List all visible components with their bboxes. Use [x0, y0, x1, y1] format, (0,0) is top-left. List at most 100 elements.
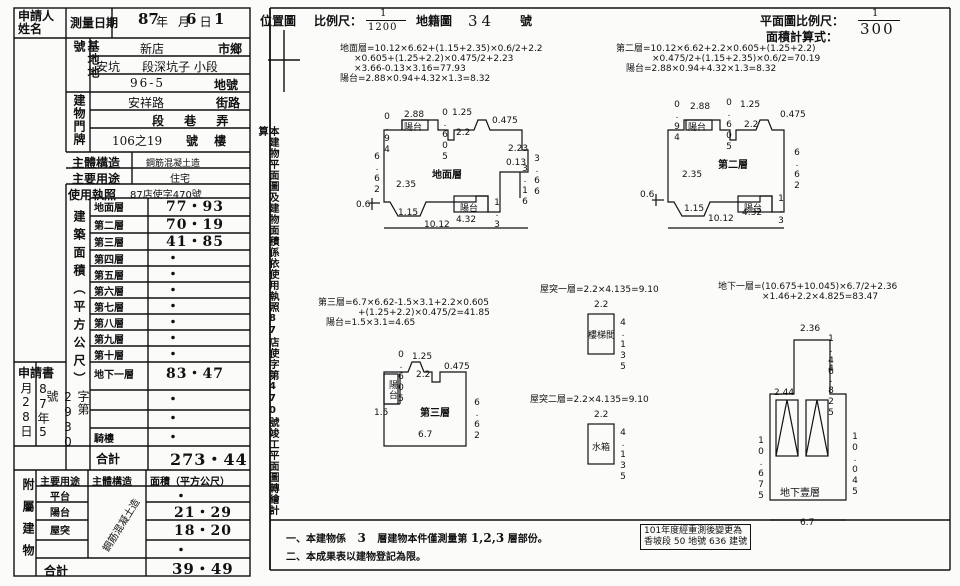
- reassessment-stamp: 101年度經重測後變更為 香坡段 50 地號 636 建號: [640, 524, 752, 550]
- lot-suffix: 地號: [214, 78, 239, 92]
- road-suffix: 街路: [216, 96, 241, 110]
- second-balcony-label: 陽台: [688, 123, 707, 133]
- dim-ground-22: 2.2: [456, 128, 471, 138]
- floor-name: 騎樓: [94, 434, 114, 445]
- dim-ground-094: 0.94: [382, 112, 392, 156]
- floor-area: ・: [166, 392, 181, 408]
- structure-label: 主體構造: [72, 156, 121, 170]
- dim-ground-13: 1.3: [492, 198, 502, 231]
- dim-second-432: 4.32: [742, 208, 763, 218]
- ground-formula: 地面層=10.12×6.62+(1.15+2.35)×0.6/2+2.2 ×0.…: [340, 44, 543, 84]
- cadastral-no: 34: [468, 12, 496, 30]
- area-side-label: 建築面積（平方公尺）: [72, 210, 86, 390]
- floor-name: 第六層: [94, 287, 124, 298]
- base-label: 基地地號: [72, 40, 100, 79]
- scale-label: 比例尺：: [314, 14, 363, 28]
- floor-area: ・: [166, 331, 181, 347]
- dim-ground-316: 3.16: [520, 164, 530, 208]
- dim-roof1-4135: 4.135: [618, 318, 628, 373]
- dim-second-0475: 0.475: [780, 110, 806, 120]
- note-1: 一、本建物係 3 層建物本件僅測量第 1,2,3 層部份。: [286, 531, 548, 545]
- floor-area: ・: [166, 283, 181, 299]
- floor-name: 第七層: [94, 303, 124, 314]
- floor-name: 地面層: [94, 203, 124, 214]
- annex-use: 陽台: [50, 508, 70, 519]
- third-formula: 第三層=6.7×6.62-1.5×3.1+2.2×0.605 +(1.25+2.…: [318, 298, 490, 328]
- annex-area: 18・20: [174, 523, 232, 539]
- permit-value: 87店使字470號: [130, 190, 202, 201]
- stair-label: 樓梯間: [588, 331, 616, 341]
- scale-den: 1200: [368, 22, 398, 33]
- location-label: 位置圖: [260, 14, 297, 28]
- applicant-label: 申請人姓名: [18, 9, 55, 36]
- plan-scale-num: 1: [872, 8, 879, 19]
- plan-scale-fraction-bar: [858, 20, 900, 21]
- lane-row: 段 巷 弄: [152, 114, 237, 128]
- dim-second-094: 0.94: [672, 100, 682, 144]
- floor-area: ・: [166, 347, 181, 363]
- section-value: 安坑: [96, 60, 121, 74]
- survey-date-month: 6: [186, 10, 197, 28]
- structure-value: 鋼筋混凝土造: [146, 159, 201, 169]
- floor-name: 第四層: [94, 255, 124, 266]
- apply-label: 申請書: [18, 366, 55, 380]
- dim-second-06: 0.6: [640, 190, 655, 200]
- ground-balcony-label: 陽台: [404, 123, 423, 133]
- subsection-value: 段深坑子 小段: [142, 60, 218, 74]
- dim-second-115: 1.15: [684, 204, 705, 214]
- annex-use: 平台: [50, 492, 70, 503]
- floor-area: ・: [166, 299, 181, 315]
- plan-scale-label: 平面圖比例尺：: [760, 14, 845, 28]
- survey-date-day: 1: [214, 10, 225, 28]
- dim-third-0475: 0.475: [444, 362, 470, 372]
- annex-header-area: 面積（平方公尺）: [150, 477, 230, 488]
- roof2-formula: 屋突二層=2.2×4.135=9.10: [530, 395, 649, 405]
- dim-ground-662: 6.62: [372, 152, 382, 196]
- dim-ground-366: 3.66: [532, 154, 542, 198]
- annex-use: 屋突: [50, 526, 70, 537]
- annex-area: ・: [174, 543, 189, 559]
- dim-ground-125: 1.25: [452, 108, 473, 118]
- house-suffix: 號 樓: [186, 134, 233, 148]
- dim-second-288: 2.88: [690, 102, 711, 112]
- plan-scale-den: 300: [860, 20, 895, 38]
- city-value: 新店: [140, 42, 165, 56]
- dim-basement-10045: 10.045: [850, 432, 860, 498]
- annex-total-value: 39・49: [172, 560, 234, 578]
- basement-label: 地下壹層: [780, 488, 820, 499]
- water-tank-label: 水箱: [592, 443, 611, 453]
- usage-label: 主要用途: [72, 172, 121, 186]
- floor-area: 41・85: [166, 234, 224, 250]
- dim-ground-013: 0.13: [506, 158, 527, 168]
- floor-name: 第九層: [94, 335, 124, 346]
- dim-basement-4825: 4.825: [826, 364, 836, 419]
- dim-ground-288: 2.88: [404, 110, 425, 120]
- building-label: 建物門牌: [72, 94, 86, 146]
- floor-area: ・: [166, 267, 181, 283]
- dim-third-662: 6.62: [472, 398, 482, 442]
- dim-third-22: 2.2: [416, 370, 431, 380]
- floor-area: 77・93: [166, 199, 224, 215]
- roof1-formula: 屋突一層=2.2×4.135=9.10: [540, 285, 659, 295]
- annex-total-label: 合計: [44, 564, 69, 578]
- lot-number: 96-5: [130, 76, 165, 90]
- calc-label: 面積計算式：: [766, 30, 839, 44]
- ground-floor-label: 地面層: [432, 170, 462, 181]
- dim-ground-1012: 10.12: [424, 220, 450, 230]
- road-value: 安祥路: [128, 96, 165, 110]
- apply-date: 87年5月28日: [19, 382, 50, 440]
- dim-second-125: 1.25: [740, 100, 761, 110]
- city-suffix: 市鄉: [218, 42, 243, 56]
- annex-area: ・: [174, 489, 189, 505]
- ground-balcony-label-2: 陽台: [460, 204, 479, 214]
- dim-third-125: 1.25: [412, 352, 433, 362]
- cadastral-suffix: 號: [520, 14, 533, 28]
- dim-basement-236: 2.36: [800, 324, 821, 334]
- dim-third-67: 6.7: [418, 430, 433, 440]
- house-no: 106之19: [112, 134, 163, 148]
- annex-area: 21・29: [174, 505, 232, 521]
- annex-header-use: 主要用途: [40, 477, 80, 488]
